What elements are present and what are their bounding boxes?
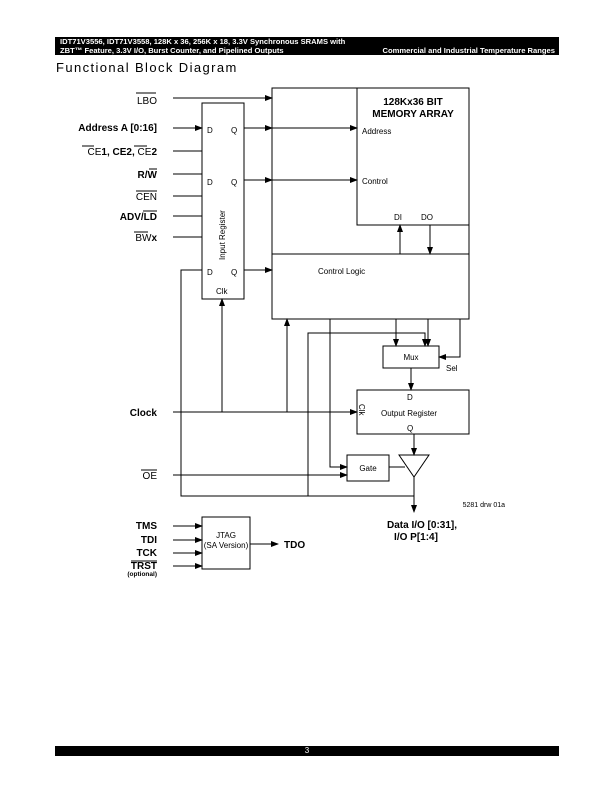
ireg-q3: Q <box>231 268 237 277</box>
address-label: Address A [0:16] <box>78 123 157 134</box>
header-title-line1: IDT71V3556, IDT71V3558, 128K x 36, 256K … <box>60 37 346 46</box>
ireg-d1: D <box>207 126 213 135</box>
ireg-q2: Q <box>231 178 237 187</box>
output-buffer-triangle <box>398 454 430 478</box>
data-io-label-line1: Data I/O [0:31], <box>387 520 457 531</box>
lbo-label: LBO <box>137 96 157 107</box>
data-io-label-line2: I/O P[1:4] <box>394 532 438 543</box>
ireg-q1: Q <box>231 126 237 135</box>
ireg-clk: Clk <box>216 287 229 296</box>
ce-label: CE1, CE2, CE2 <box>87 147 157 158</box>
oreg-clk: Clk <box>357 404 366 417</box>
memory-title-line1: 128Kx36 BIT <box>383 97 442 108</box>
trst-optional: (optional) <box>127 571 157 578</box>
trst-label: TRST <box>131 561 157 572</box>
ireg-feedback-line <box>180 269 414 497</box>
sel-line <box>438 319 461 360</box>
mem-control-label: Control <box>362 177 388 186</box>
page-footer: 3 <box>55 746 559 756</box>
bw-label: BWx <box>135 233 157 244</box>
memory-array-block <box>356 87 470 226</box>
output-register-label: Output Register <box>381 409 437 418</box>
clock-label: Clock <box>130 408 158 419</box>
mux-label: Mux <box>403 353 418 362</box>
jtag-block <box>201 516 251 570</box>
tdi-label: TDI <box>141 535 157 546</box>
tms-label: TMS <box>136 521 157 532</box>
cen-label: CEN <box>136 192 157 203</box>
header-title-line2: ZBT™ Feature, 3.3V I/O, Burst Counter, a… <box>60 46 284 55</box>
mem-do-label: DO <box>421 213 433 222</box>
tdo-label: TDO <box>284 540 305 551</box>
page-header: IDT71V3556, IDT71V3558, 128K x 36, 256K … <box>55 37 559 55</box>
adv-ld-label: ADV/LD <box>120 212 157 223</box>
oe-label: OE <box>143 471 158 482</box>
rw-label: R/W <box>138 170 158 181</box>
oreg-d: D <box>407 393 413 402</box>
input-register-label: Input Register <box>218 210 227 260</box>
jtag-label: JTAG <box>216 531 236 540</box>
jtag-version: (SA Version) <box>204 541 249 550</box>
sel-label: Sel <box>446 364 458 373</box>
ireg-d2: D <box>207 178 213 187</box>
oreg-q: Q <box>407 424 413 433</box>
figure-title: Functional Block Diagram <box>56 60 238 75</box>
drawing-id: 5281 drw 01a <box>463 502 506 509</box>
mem-address-label: Address <box>362 127 391 136</box>
mem-di-label: DI <box>394 213 402 222</box>
gate-label: Gate <box>359 464 377 473</box>
page-number: 3 <box>304 746 310 755</box>
memory-title-line2: MEMORY ARRAY <box>372 109 454 120</box>
tck-label: TCK <box>136 548 157 559</box>
header-temperature-range: Commercial and Industrial Temperature Ra… <box>382 46 555 55</box>
ctl-gate-line <box>329 319 348 470</box>
control-logic-label: Control Logic <box>318 267 365 276</box>
ireg-d3: D <box>207 268 213 277</box>
